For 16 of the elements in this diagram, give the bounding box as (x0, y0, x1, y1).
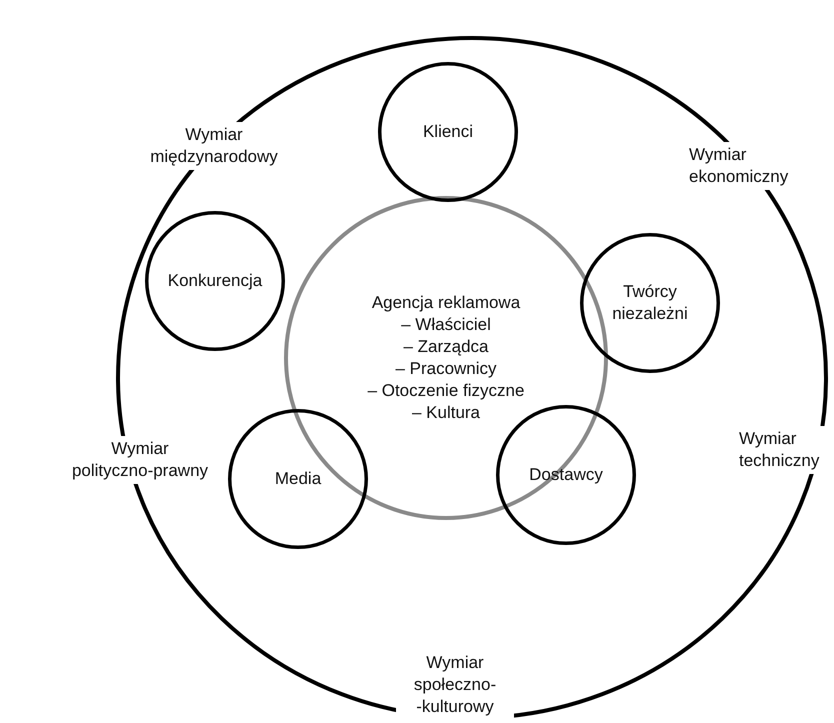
circle-node (496, 405, 636, 545)
circle-node (228, 409, 368, 549)
list-item: – Otoczenie fizyczne (368, 380, 524, 402)
circle-label: Media (274, 468, 322, 490)
circle-label: Agencja reklamowa (370, 292, 522, 314)
circle-node (145, 211, 285, 351)
circle-label: Konkurencja (168, 270, 262, 292)
list-item: – Pracownicy (394, 358, 498, 380)
circle-label: Twórcy niezależni (611, 280, 689, 325)
circle-node (378, 62, 518, 202)
list-item: – Właściciel (400, 314, 492, 336)
list-item: – Kultura (410, 402, 482, 424)
circle-label: Klienci (422, 120, 474, 143)
circle-label: Dostawcy (529, 464, 603, 486)
list-item: – Zarządca (402, 336, 490, 358)
circle-node (580, 233, 720, 373)
